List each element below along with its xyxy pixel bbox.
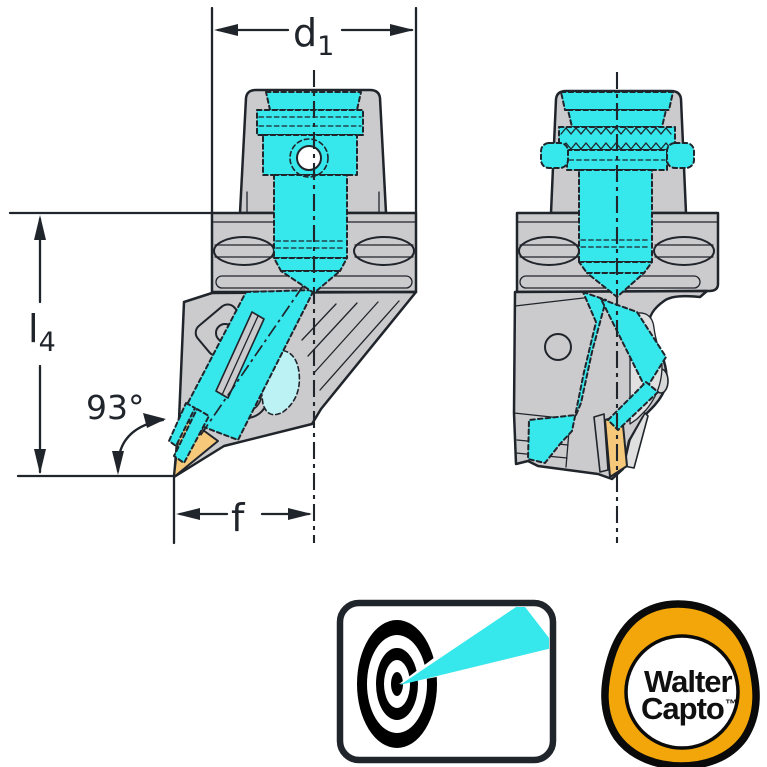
clamp-finger-1 bbox=[173, 408, 210, 464]
pull-stud-column-side bbox=[578, 169, 653, 263]
clamp-left-branch bbox=[527, 291, 607, 464]
flange-groove-right-lines bbox=[354, 244, 414, 258]
pull-stud-column bbox=[273, 174, 348, 259]
side-hole bbox=[544, 333, 572, 361]
walter-capto-badge: Walter Capto™ bbox=[601, 600, 760, 767]
dim-l4: l4 bbox=[8, 211, 214, 478]
angle-arrow-lower bbox=[112, 451, 124, 475]
beam bbox=[400, 607, 549, 685]
column-tip-side bbox=[586, 272, 645, 298]
collar-detail-lines bbox=[258, 116, 362, 249]
dim-label-l4: l4 bbox=[28, 307, 56, 358]
column-chamfer-side bbox=[578, 261, 653, 274]
dim-label-angle: 93° bbox=[86, 388, 145, 427]
clamping-highlight-front bbox=[168, 91, 364, 464]
coupling-collar bbox=[256, 109, 364, 136]
arm-screw-slot-line bbox=[221, 315, 259, 396]
head-step-line-side bbox=[514, 296, 593, 307]
precision-logo bbox=[336, 599, 557, 764]
target-beam-icon bbox=[357, 607, 549, 748]
f-arrow-left bbox=[176, 508, 200, 520]
d1-arrow-right bbox=[390, 24, 414, 36]
flange-groove-left-lines bbox=[214, 244, 274, 258]
target-center-dot bbox=[391, 672, 403, 696]
flange-groove-left-side bbox=[518, 236, 580, 266]
d1-arrow-left bbox=[214, 24, 238, 36]
angle-arrow-upper bbox=[143, 413, 166, 428]
column-tip bbox=[280, 270, 341, 294]
coupling-band-top-side bbox=[560, 91, 674, 111]
dim-label-f: f bbox=[231, 496, 246, 540]
left-view bbox=[168, 70, 418, 543]
clamp-arm bbox=[179, 289, 315, 441]
groove-left-lines-side bbox=[519, 244, 579, 258]
angle-arc bbox=[116, 418, 165, 473]
head-hatch-lines bbox=[301, 300, 400, 391]
l4-arrow-bottom bbox=[34, 449, 46, 474]
dim-d1: d1 bbox=[210, 6, 418, 215]
capto-badge-center bbox=[624, 634, 740, 750]
walter-wordmark: Walter bbox=[644, 664, 733, 699]
capto-wordmark: Capto™ bbox=[641, 691, 736, 726]
dimensions: d1 l4 93° f bbox=[8, 6, 418, 545]
flange-groove-left bbox=[213, 236, 275, 266]
groove-right-lines-side bbox=[654, 244, 714, 258]
flange-groove-right bbox=[353, 236, 415, 266]
pocket-wedge-side bbox=[623, 412, 649, 469]
clamp-hole-ring bbox=[289, 138, 329, 178]
insert-shim-side bbox=[593, 413, 609, 473]
clamp-axis-front bbox=[199, 285, 304, 437]
dim-f: f bbox=[172, 476, 312, 545]
coupling-side-ticks bbox=[246, 191, 380, 214]
l4-arrow-top bbox=[34, 215, 46, 240]
dim-angle: 93° bbox=[86, 388, 166, 475]
clamp-hole bbox=[296, 145, 322, 171]
flange-groove-right-side bbox=[653, 236, 715, 266]
coupling-nub-left bbox=[540, 142, 569, 169]
right-view bbox=[512, 72, 720, 543]
column-chamfer bbox=[273, 257, 348, 272]
f-arrow-right bbox=[288, 508, 312, 520]
dim-label-d1: d1 bbox=[293, 11, 334, 62]
coupling-nub-right bbox=[666, 142, 695, 169]
clamp-finger-2 bbox=[168, 402, 196, 447]
